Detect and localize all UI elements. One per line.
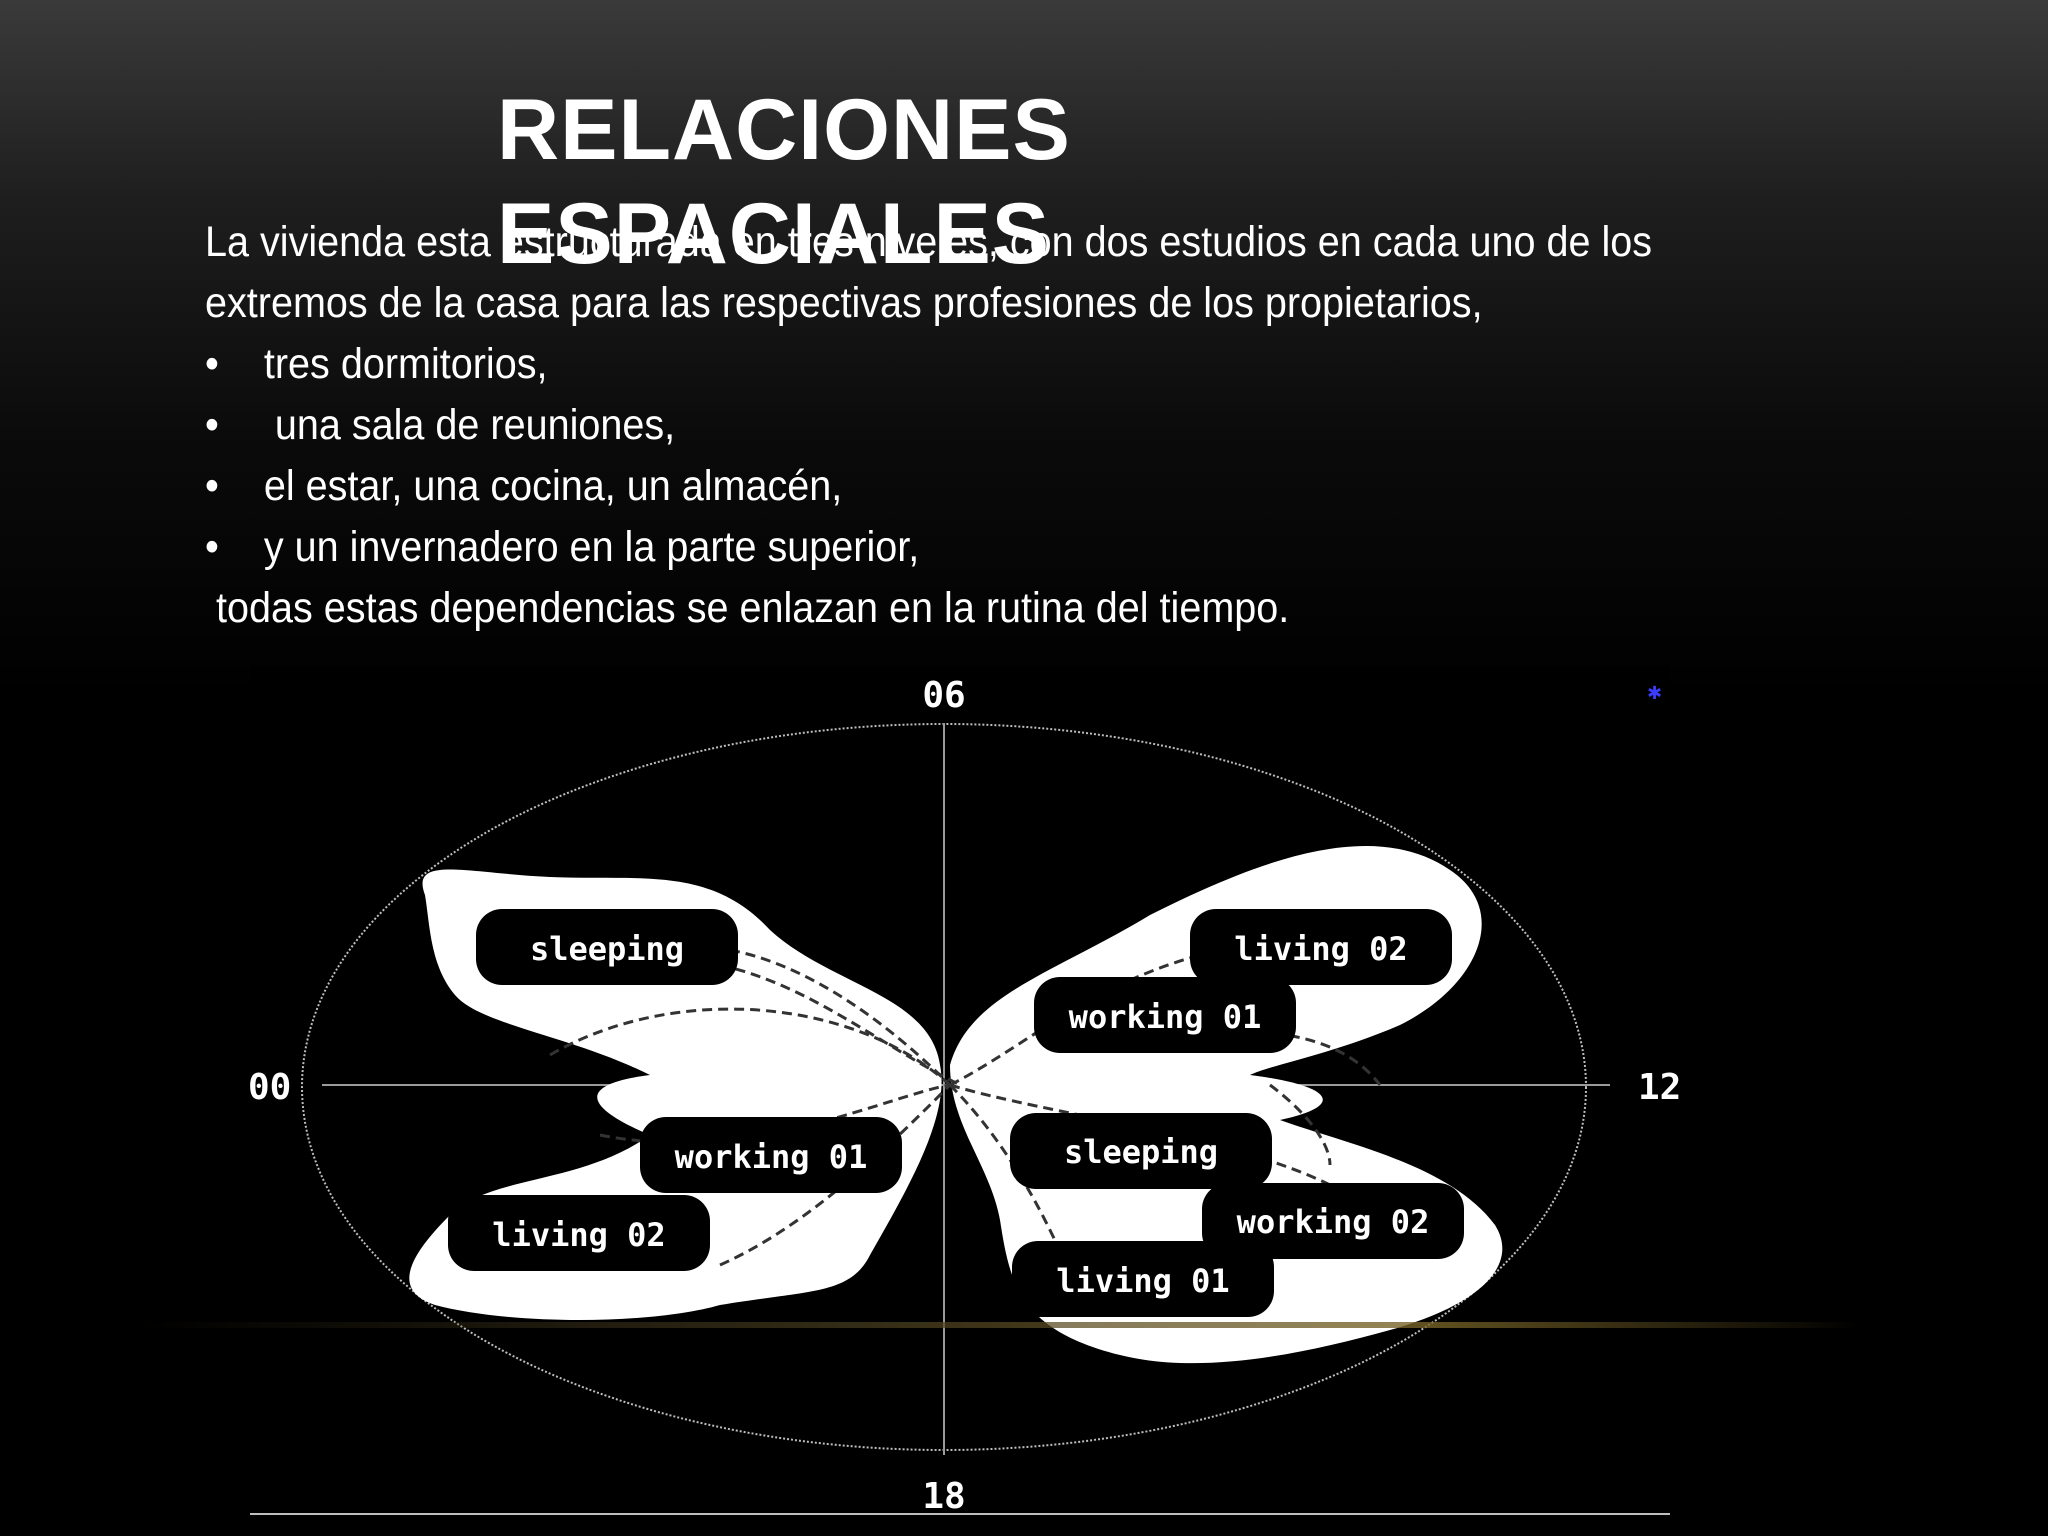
- pill-label: sleeping: [530, 930, 684, 968]
- bullet-list: • tres dormitorios, • una sala de reunion…: [205, 334, 1732, 578]
- pill-right-living-02: living 02: [1190, 909, 1452, 985]
- pill-right-living-01: living 01: [1012, 1241, 1274, 1317]
- bullet-item: • el estar, una cocina, un almacén,: [205, 456, 1732, 517]
- pill-left-living-02: living 02: [448, 1195, 710, 1271]
- axis-label-left: 00: [248, 1067, 291, 1108]
- decorative-glint: [140, 1322, 1860, 1328]
- time-diagram: sleeping working 01 living 02 living 02 …: [248, 665, 1681, 1536]
- pill-label: living 02: [492, 1216, 665, 1254]
- pill-right-working-02: working 02: [1202, 1183, 1464, 1259]
- pill-left-working-01: working 01: [640, 1117, 902, 1193]
- pill-label: working 01: [1069, 998, 1262, 1036]
- bullet-glyph: •: [205, 462, 219, 510]
- bullet-text: y un invernadero en la parte superior,: [263, 523, 920, 571]
- pill-label: living 02: [1234, 930, 1407, 968]
- time-diagram-svg: sleeping working 01 living 02 living 02 …: [248, 675, 1681, 1517]
- bullet-text: el estar, una cocina, un almacén,: [263, 462, 843, 510]
- pill-label: sleeping: [1064, 1133, 1218, 1171]
- bullet-text: tres dormitorios,: [263, 340, 548, 388]
- pill-label: working 02: [1237, 1203, 1430, 1241]
- closing-paragraph: todas estas dependencias se enlazan en l…: [216, 584, 1290, 632]
- axis-label-bottom: 18: [922, 1476, 965, 1517]
- pill-left-sleeping: sleeping: [476, 909, 738, 985]
- bullet-glyph: •: [205, 340, 219, 388]
- bullet-glyph: •: [205, 523, 219, 571]
- intro-paragraph: La vivienda esta estructurada en tres ni…: [205, 218, 1653, 327]
- marker-icon: ✱: [1647, 683, 1663, 704]
- bullet-item: • tres dormitorios,: [205, 334, 1732, 395]
- bullet-item: • y un invernadero en la parte superior,: [205, 517, 1732, 578]
- axis-label-top: 06: [922, 675, 965, 716]
- pill-label: working 01: [675, 1138, 868, 1176]
- bullet-item: • una sala de reuniones,: [205, 395, 1732, 456]
- slide-title: RELACIONES ESPACIALES: [497, 82, 1071, 282]
- bullet-text: una sala de reuniones,: [263, 401, 676, 449]
- pill-label: living 01: [1056, 1262, 1229, 1300]
- pill-right-working-01: working 01: [1034, 977, 1296, 1053]
- body-text: La vivienda esta estructurada en tres ni…: [205, 212, 1732, 639]
- pill-right-sleeping: sleeping: [1010, 1113, 1272, 1189]
- bullet-glyph: •: [205, 401, 219, 449]
- axis-label-right: 12: [1638, 1067, 1681, 1108]
